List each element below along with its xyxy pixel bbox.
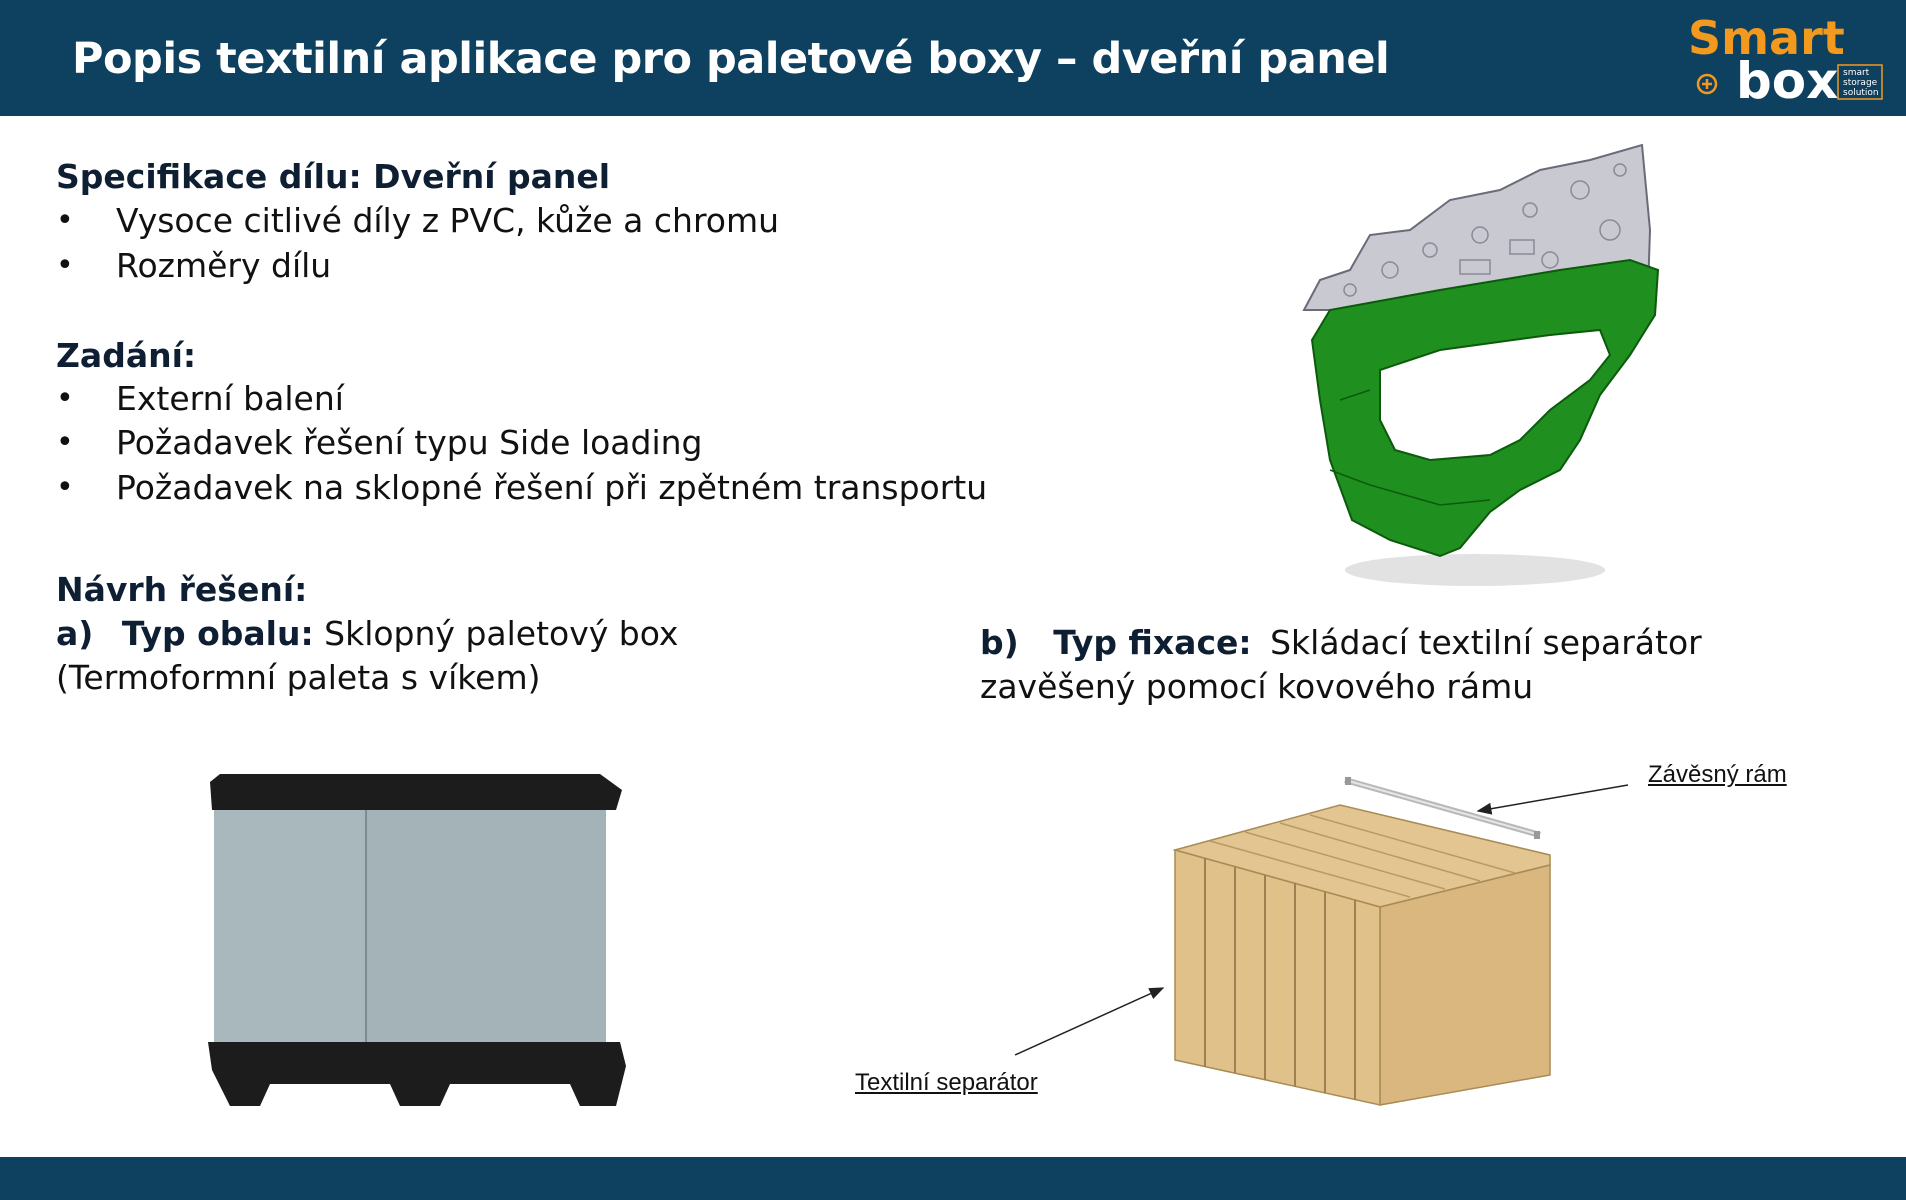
spec-item-2: Rozměry dílu (116, 246, 332, 285)
solution-b-line: b) Typ fixace: Skládací textilní separát… (980, 623, 1702, 662)
solution-b-text: Skládací textilní separátor (1270, 623, 1702, 662)
footer-bar (0, 1157, 1906, 1200)
separator-frame-image (1172, 777, 1551, 1106)
svg-text:smart: smart (1843, 68, 1870, 78)
logo-word-box: box (1736, 52, 1838, 110)
door-panel-image (1302, 143, 1660, 586)
header-bar (0, 0, 1906, 116)
pallet-box-image (208, 774, 626, 1106)
solution-a-text: Sklopný paletový box (324, 614, 679, 653)
spec-item-1: Vysoce citlivé díly z PVC, kůže a chromu (116, 201, 780, 240)
solution-b-line2: zavěšený pomocí kovového rámu (980, 667, 1534, 706)
spec-heading: Specifikace dílu: Dveřní panel (56, 157, 611, 196)
logo-tagline-box (1837, 64, 1883, 100)
bullet-icon: • (56, 425, 74, 460)
assignment-heading: Zadání: (56, 336, 197, 375)
assignment-item-2: Požadavek řešení typu Side loading (116, 423, 703, 462)
solution-a-line2: (Termoformní paleta s víkem) (56, 658, 541, 697)
logo-graphic: Smart box smart storage solution (1688, 11, 1883, 110)
assignment-item-3: Požadavek na sklopné řešení při zpětném … (116, 468, 988, 507)
solution-b-label: Typ fixace: (1053, 623, 1252, 662)
frame-callout-arrow (1476, 784, 1629, 815)
smartbox-logo: Smart box smart storage solution (1688, 10, 1888, 110)
bullet-icon: • (56, 470, 74, 505)
page-title: Popis textilní aplikace pro paletové box… (72, 34, 1390, 84)
bullet-icon: • (56, 248, 74, 283)
bullet-icon: • (56, 381, 74, 416)
svg-text:solution: solution (1843, 88, 1879, 98)
bullet-icon: • (56, 203, 74, 238)
solution-a-label: Typ obalu: (121, 614, 314, 653)
separator-callout-arrow (1014, 987, 1165, 1056)
logo-word-smart: Smart (1688, 11, 1845, 65)
svg-text:storage: storage (1843, 78, 1878, 88)
solution-a-marker: a) (56, 614, 94, 653)
separator-label: Textilní separátor (855, 1069, 1038, 1096)
solution-b-marker: b) (980, 623, 1019, 662)
solution-a-line: a) Typ obalu: Sklopný paletový box (56, 614, 678, 653)
solution-heading: Návrh řešení: (56, 570, 308, 609)
logo-plus-icon (1696, 73, 1718, 95)
frame-label: Závěsný rám (1648, 761, 1787, 788)
assignment-item-1: Externí balení (116, 379, 344, 418)
